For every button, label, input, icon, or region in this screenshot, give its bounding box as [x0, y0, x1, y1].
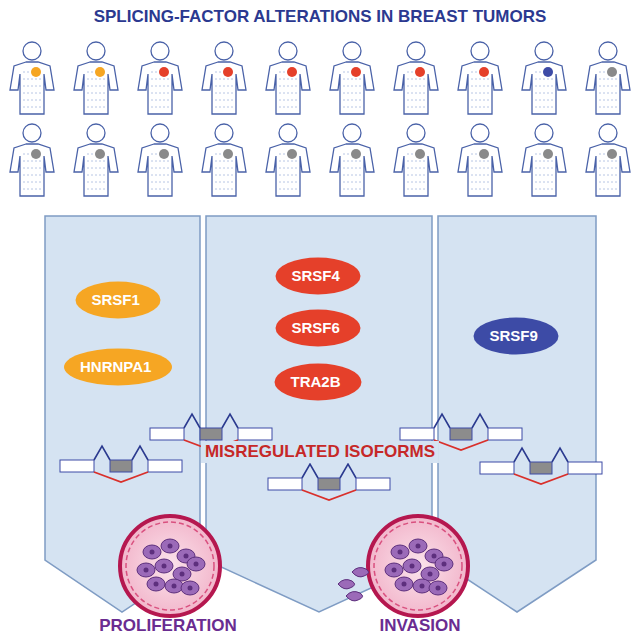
splicing-diagrams	[60, 414, 602, 500]
patient-figure	[522, 124, 566, 196]
splicing-factor-blob: SRSF1	[76, 282, 161, 319]
patient-figure	[138, 124, 182, 196]
patient-figure	[202, 124, 246, 196]
tumor-illustration	[120, 516, 220, 616]
factor-name: TRA2B	[291, 373, 341, 390]
isoform-diagram	[60, 446, 182, 482]
outcome-label: PROLIFERATION	[95, 615, 241, 637]
patient-figure	[74, 42, 118, 114]
splicing-factor-blob: TRA2B	[275, 364, 362, 401]
factor-name: SRSF1	[92, 291, 140, 308]
patient-figure	[138, 42, 182, 114]
isoform-diagram	[268, 464, 390, 500]
patient-figure	[586, 124, 630, 196]
patient-figure	[458, 42, 502, 114]
splicing-factor-blob: SRSF6	[276, 310, 361, 347]
factor-name: SRSF9	[490, 327, 538, 344]
patient-figure	[266, 124, 310, 196]
patient-figure	[74, 124, 118, 196]
outcome-label: INVASION	[376, 615, 465, 637]
tumor-illustrations	[120, 516, 468, 616]
tumor-illustration	[338, 516, 468, 616]
patient-figure	[202, 42, 246, 114]
patient-figure	[586, 42, 630, 114]
factor-name: SRSF6	[292, 319, 340, 336]
patient-figure	[266, 42, 310, 114]
patient-figure	[10, 42, 54, 114]
isoform-diagram	[480, 448, 602, 484]
patient-figure	[330, 42, 374, 114]
title: SPLICING-FACTOR ALTERATIONS IN BREAST TU…	[94, 7, 547, 27]
patient-figure	[458, 124, 502, 196]
splicing-factor-blob: HNRNPA1	[64, 349, 172, 386]
factor-name: HNRNPA1	[80, 358, 151, 375]
patient-figure	[394, 42, 438, 114]
isoform-label: MISREGULATED ISOFORMS	[201, 441, 439, 463]
patient-figure	[394, 124, 438, 196]
splicing-factor-blob: SRSF4	[276, 258, 361, 295]
factor-name: SRSF4	[292, 267, 340, 284]
patient-figure	[330, 124, 374, 196]
patient-figures	[10, 42, 630, 196]
patient-figure	[10, 124, 54, 196]
panel	[206, 216, 432, 612]
splicing-factor-blob: SRSF9	[474, 318, 559, 355]
patient-figure	[522, 42, 566, 114]
